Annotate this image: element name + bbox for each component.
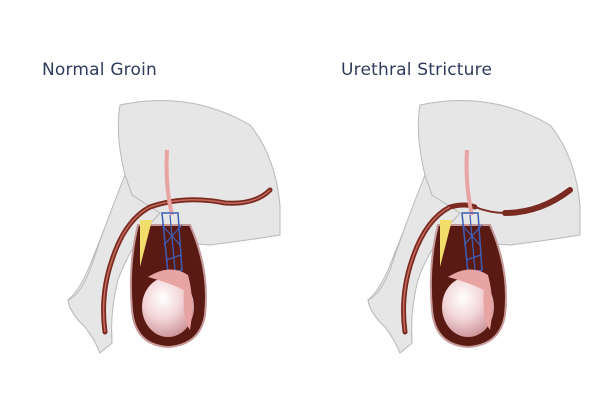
epididymis — [148, 269, 193, 330]
testis — [142, 277, 194, 337]
normal-groin-illustration — [0, 95, 300, 395]
panel-title-stricture: Urethral Stricture — [341, 60, 493, 80]
urethral-stricture-illustration — [300, 95, 600, 395]
testis — [442, 277, 494, 337]
epididymis — [448, 269, 493, 330]
panel-title-normal: Normal Groin — [42, 60, 158, 80]
